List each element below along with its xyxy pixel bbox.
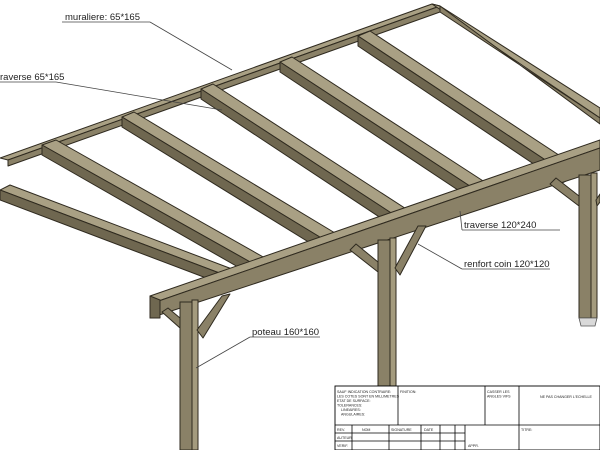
wall-beam-muraliere: [0, 3, 441, 167]
tb-note-4: TOLERANCES:: [337, 404, 362, 408]
rafters: [0, 30, 575, 288]
tb-rev: REV.: [337, 428, 345, 432]
callout-traverse-small: raverse 65*165: [0, 72, 64, 83]
tb-ne-pas: NE PAS CHANGER L'ECHELLE: [540, 395, 593, 399]
tb-note-2: LES COTES SONT EN MILLIMETRES: [337, 395, 400, 399]
rafter-4: [200, 83, 415, 233]
rafter-3: [121, 111, 341, 255]
tb-appr: APPR.: [468, 444, 479, 448]
callout-leaders: [0, 21, 560, 369]
post-front-left: [179, 299, 199, 450]
tb-finition: FINITION:: [400, 390, 416, 394]
callout-renfort: renfort coin 120*120: [464, 259, 550, 270]
callout-traverse-big: traverse 120*240: [464, 220, 536, 231]
tb-titre: TITRE:: [521, 428, 532, 432]
tb-note-6: ANGULAIRES:: [341, 413, 365, 417]
posts: [179, 172, 598, 450]
rafter-5: [279, 56, 495, 207]
post-right: [578, 172, 598, 327]
tb-auteur: AUTEUR: [337, 436, 352, 440]
tb-date: DATE: [424, 428, 434, 432]
tb-note-1: SAUF INDICATION CONTRAIRE:: [337, 390, 391, 394]
tb-verif: VERIF.: [337, 444, 348, 448]
side-beam-right: [431, 3, 600, 125]
tb-note-3: ETAT DE SURFACE:: [337, 399, 371, 403]
tb-angles: ANGLES VIFS: [487, 395, 511, 399]
front-beam-traverse: [149, 139, 600, 319]
tb-note-5: LINEAIRES:: [341, 408, 361, 412]
callout-poteau: poteau 160*160: [252, 327, 319, 338]
tb-signature: SIGNATURE: [391, 428, 412, 432]
tb-nom: NOM: [362, 428, 370, 432]
tb-casser: CASSER LES: [487, 390, 510, 394]
corner-braces: [161, 177, 600, 339]
post-middle: [377, 237, 397, 393]
callout-muraliere: muraliere: 65*165: [65, 12, 140, 23]
title-block: SAUF INDICATION CONTRAIRE: LES COTES SON…: [334, 385, 600, 450]
